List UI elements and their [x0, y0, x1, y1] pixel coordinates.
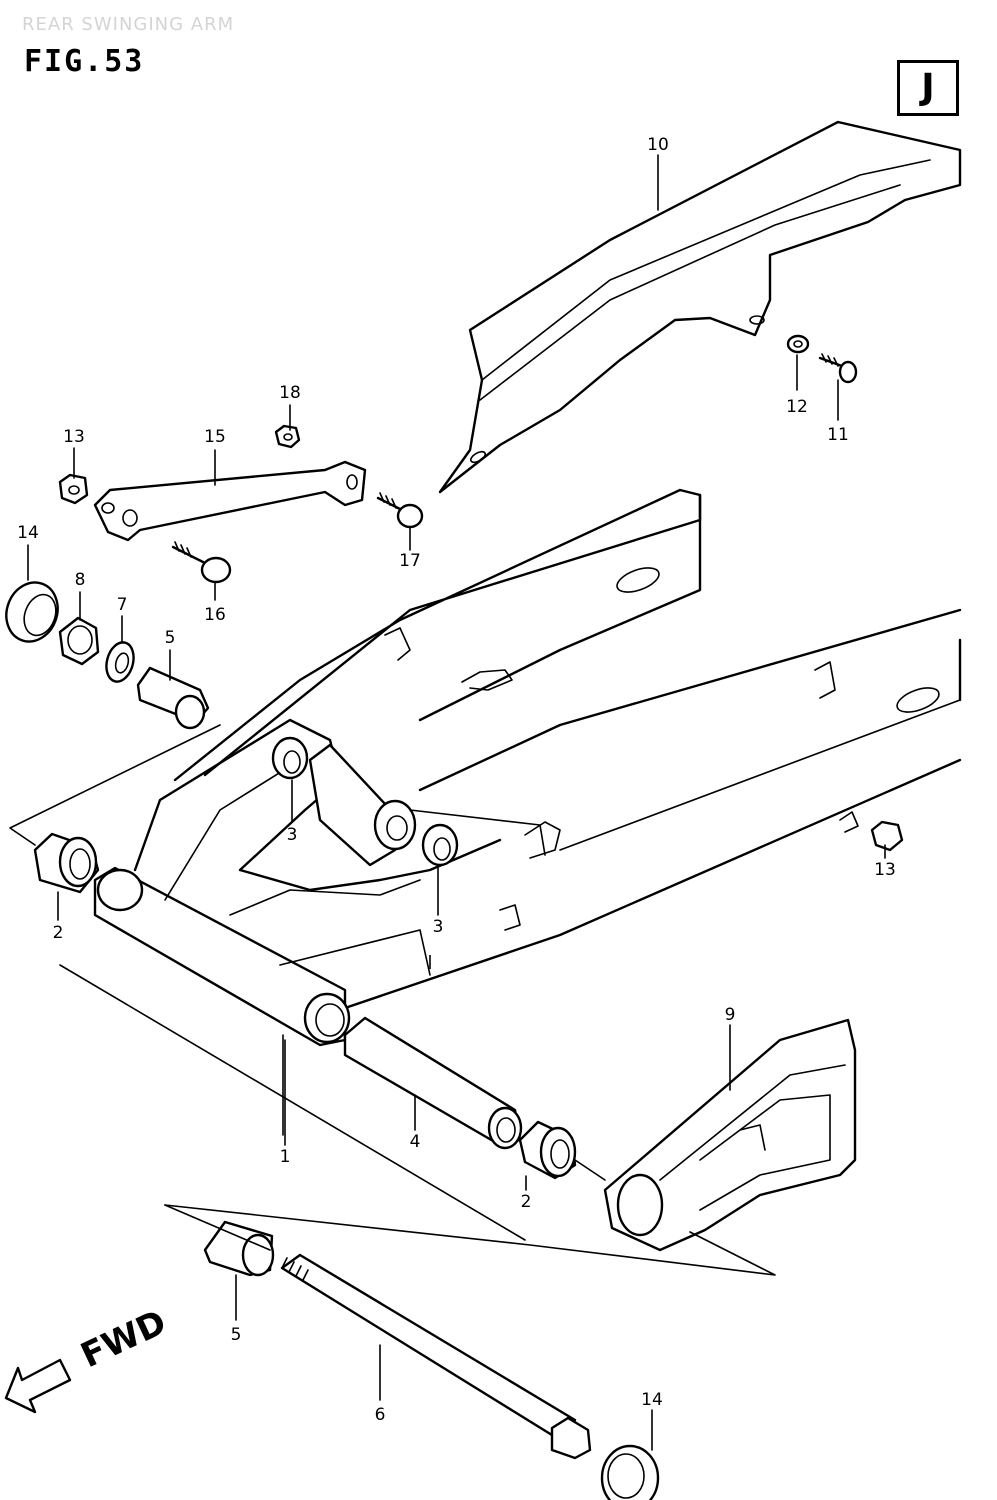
reference-lines — [9, 724, 776, 1276]
callout-labels: 10 12 11 18 13 15 17 14 8 7 5 16 13 3 3 … — [17, 135, 896, 1425]
callout-5-lower: 5 — [231, 1325, 242, 1345]
part-3-bushing-2 — [421, 823, 459, 867]
callout-7: 7 — [117, 595, 128, 615]
part-14-cap-2 — [600, 1444, 660, 1500]
part-13-nut — [58, 473, 89, 505]
part-4-pivot-pipe — [343, 1016, 523, 1150]
part-2-bearing-2 — [518, 1120, 577, 1180]
part-1-swingarm — [93, 488, 962, 1047]
callout-1: 1 — [280, 1147, 291, 1167]
callout-13: 13 — [63, 427, 85, 447]
callout-4: 4 — [410, 1132, 421, 1152]
callout-12: 12 — [786, 397, 808, 417]
part-5-collar-2 — [203, 1220, 275, 1277]
part-9-chain-guard — [603, 1018, 857, 1252]
callout-2: 2 — [53, 923, 64, 943]
callout-6: 6 — [375, 1405, 386, 1425]
part-17-bolt — [376, 492, 424, 529]
callout-2-right: 2 — [521, 1192, 532, 1212]
part-11-bolt — [818, 353, 858, 384]
callout-14-lower: 14 — [641, 1390, 663, 1410]
callout-14: 14 — [17, 523, 39, 543]
forward-direction-indicator: FWD — [4, 1302, 173, 1414]
callout-5: 5 — [165, 628, 176, 648]
figure-number: FIG.53 — [24, 44, 145, 79]
callout-15: 15 — [204, 427, 226, 447]
diagram-title: REAR SWINGING ARM — [22, 14, 235, 35]
model-badge-letter: J — [921, 67, 935, 108]
callout-3-right: 3 — [433, 917, 444, 937]
callout-leaders — [27, 154, 886, 1451]
forward-arrow-icon — [4, 1358, 72, 1414]
callout-18: 18 — [279, 383, 301, 403]
part-10-chain-case — [438, 120, 962, 494]
part-12-washer — [786, 334, 810, 354]
part-14-cap — [5, 581, 59, 643]
callout-3: 3 — [287, 825, 298, 845]
model-badge: J — [897, 60, 959, 116]
callout-13-right: 13 — [874, 860, 896, 880]
callout-9: 9 — [725, 1005, 736, 1025]
part-8-nut — [58, 616, 100, 666]
part-15-torque-link — [93, 460, 367, 542]
part-6-pivot-shaft — [280, 1253, 592, 1460]
part-7-washer — [105, 641, 135, 683]
part-16-bolt — [171, 541, 232, 584]
callout-17: 17 — [399, 551, 421, 571]
part-5-collar — [136, 666, 210, 730]
callout-11: 11 — [827, 425, 849, 445]
forward-label: FWD — [75, 1302, 173, 1376]
part-13-grommet — [870, 820, 904, 852]
callout-16: 16 — [204, 605, 226, 625]
callout-10: 10 — [647, 135, 669, 155]
callout-8: 8 — [75, 570, 86, 590]
part-2-bearing — [33, 832, 100, 894]
part-18-nut — [274, 424, 301, 449]
part-3-bushing — [271, 736, 309, 780]
